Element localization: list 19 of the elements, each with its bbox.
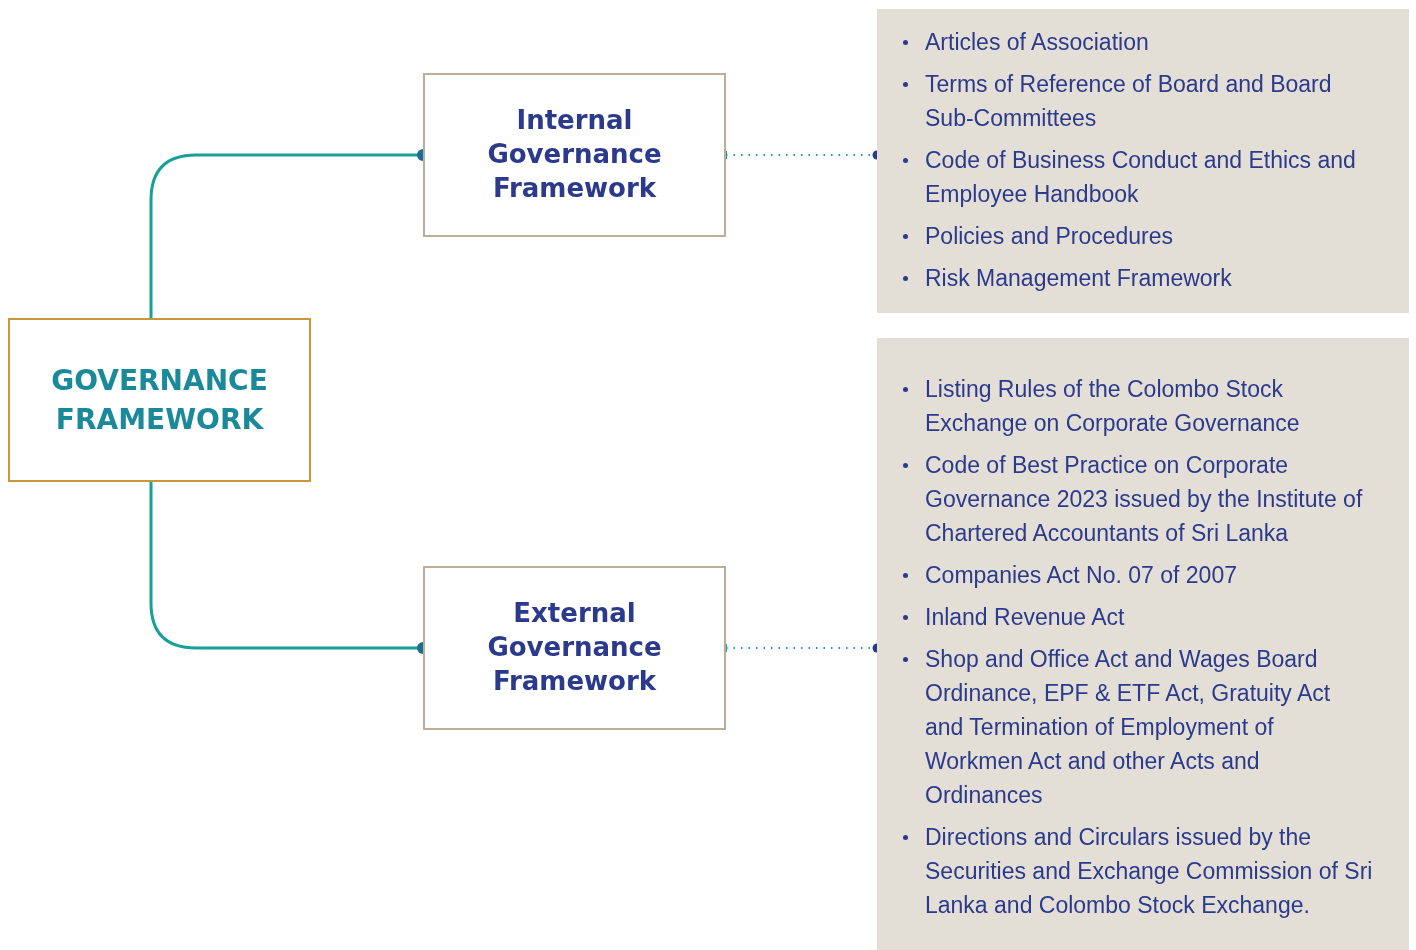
bullet-item: Directions and Circulars issued by the Securities and Exchange Commission of Sri Lanka and Colombo Stock Exchange.	[925, 820, 1373, 922]
bullet-item: Risk Management Framework	[925, 261, 1232, 295]
bullet-item: Terms of Reference of Board and Board Sub-Committees	[925, 67, 1373, 135]
bullet-item: Companies Act No. 07 of 2007	[925, 558, 1237, 592]
framework-box	[423, 73, 726, 237]
bullet-item: Shop and Office Act and Wages Board Ordinance, EPF & ETF Act, Gratuity Act and Termination of Employment of Workmen Act and other Acts and Ordinances	[925, 642, 1373, 812]
framework-box	[423, 566, 726, 730]
bullet-item: Code of Best Practice on Corporate Governance 2023 issued by the Institute of Chartered Accountants of Sri Lanka	[925, 448, 1373, 550]
node-title: GOVERNANCE FRAMEWORK	[50, 362, 269, 438]
bullet-item: Inland Revenue Act	[925, 600, 1125, 634]
node-title: External Governance Framework	[486, 597, 663, 698]
node-title: Internal Governance Framework	[486, 104, 663, 205]
bullet-item: Code of Business Conduct and Ethics and Employee Handbook	[925, 143, 1373, 211]
list-panel	[877, 9, 1409, 313]
bullet-item: Listing Rules of the Colombo Stock Exchange on Corporate Governance	[925, 372, 1373, 440]
list-panel	[877, 338, 1409, 950]
bullet-item: Policies and Procedures	[925, 219, 1174, 253]
framework-box	[8, 318, 311, 482]
bullet-item: Articles of Association	[925, 25, 1149, 59]
